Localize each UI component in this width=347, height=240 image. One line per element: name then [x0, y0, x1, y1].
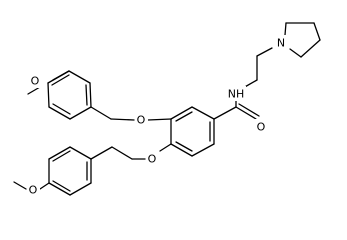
- bond: [238, 103, 260, 117]
- bond: [191, 143, 215, 157]
- atom-label: N: [277, 37, 285, 50]
- bond: [47, 70, 70, 84]
- atom-n-pyrrolidine: N: [275, 35, 288, 50]
- bond: [175, 111, 193, 122]
- bond: [69, 146, 92, 160]
- bond: [69, 182, 92, 196]
- structure-canvas: O O NH N O O O: [13, 22, 321, 197]
- bond: [284, 22, 287, 36]
- atom-o-ether-3: O: [135, 112, 148, 127]
- bond: [213, 106, 237, 120]
- bond-layer: [13, 22, 321, 196]
- bond: [69, 106, 92, 120]
- bond: [48, 146, 71, 160]
- atom-label: NH: [228, 88, 245, 101]
- bond: [147, 118, 172, 121]
- atom-label: O: [257, 121, 266, 134]
- atom-label-layer: O O NH N O O O: [27, 35, 288, 197]
- bond: [300, 39, 321, 58]
- bond: [111, 146, 133, 160]
- chemical-structure-diagram: O O NH N O O O: [13, 22, 321, 197]
- bond: [191, 106, 215, 120]
- bond: [110, 118, 135, 121]
- atom-label: O: [29, 184, 38, 197]
- bond: [51, 74, 70, 86]
- bond: [52, 180, 71, 192]
- bond: [289, 48, 302, 58]
- bond: [89, 82, 92, 108]
- atom-o-methoxy-top: O: [28, 73, 41, 88]
- atom-label: O: [137, 114, 146, 127]
- atom-nh-amide: NH: [227, 86, 246, 101]
- bond: [27, 86, 41, 95]
- bond: [159, 143, 172, 152]
- bond: [175, 141, 193, 152]
- bond: [256, 47, 273, 57]
- bond: [39, 182, 50, 190]
- atom-label: O: [148, 153, 157, 166]
- bond: [48, 182, 71, 196]
- atom-o-carbonyl: O: [254, 119, 267, 134]
- bond: [48, 106, 71, 120]
- bond: [90, 106, 112, 120]
- bond: [313, 22, 321, 41]
- bond: [170, 143, 193, 157]
- bond: [52, 103, 71, 115]
- atom-o-methoxy-bottom: O: [27, 182, 40, 197]
- atom-o-ether-4: O: [146, 151, 159, 166]
- bond: [85, 84, 88, 106]
- bond: [68, 70, 91, 84]
- bond: [13, 181, 27, 190]
- atom-label: O: [31, 75, 40, 88]
- bond: [235, 106, 257, 120]
- bond: [47, 82, 50, 108]
- bond: [52, 150, 71, 162]
- bond: [90, 146, 113, 160]
- bond: [170, 106, 193, 120]
